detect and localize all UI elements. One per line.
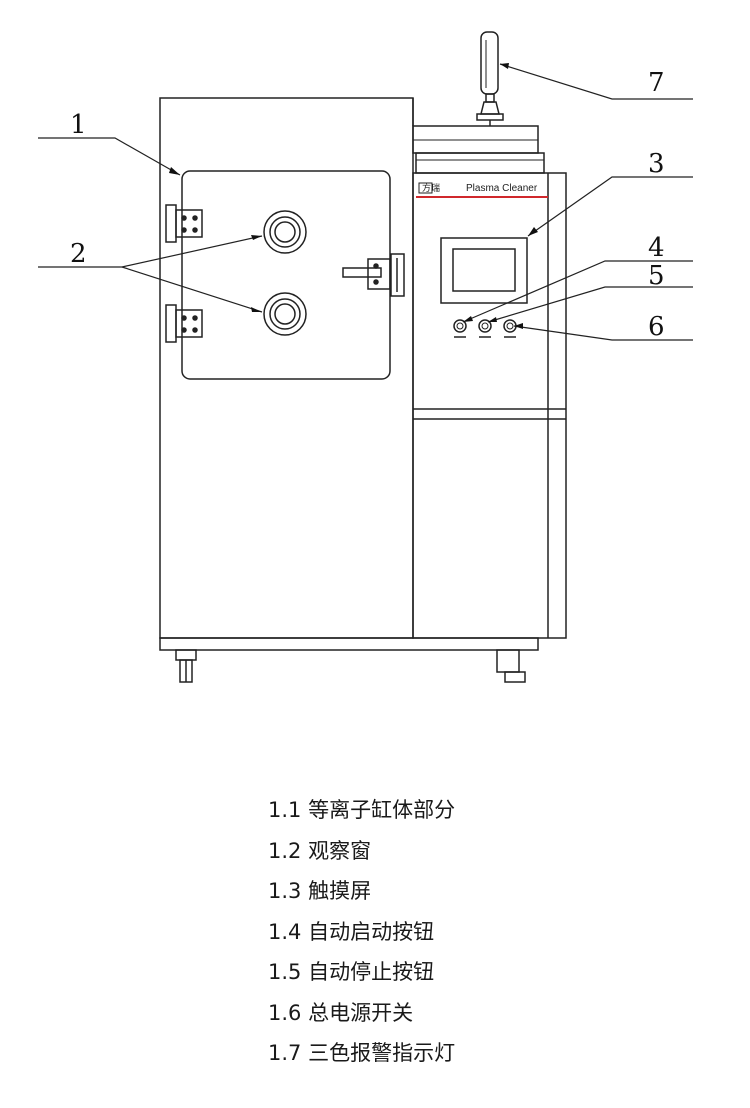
caster-right <box>496 649 526 683</box>
legend-item: 1.7 三色报警指示灯 <box>268 1041 456 1065</box>
brand-logo: 方瑞 <box>422 182 440 194</box>
legend-item: 1.6 总电源开关 <box>268 1000 414 1025</box>
leader-line-3 <box>527 176 693 237</box>
base-plinth <box>159 637 539 651</box>
callout-7: 7 <box>648 68 665 98</box>
legend-item: 1.1 等离子缸体部分 <box>268 798 456 822</box>
touch-screen <box>440 237 528 304</box>
legend-item: 1.2 观察窗 <box>268 838 372 863</box>
brand-name: Plasma Cleaner <box>466 183 538 194</box>
auto-start-button <box>453 319 467 338</box>
callout-6: 6 <box>648 312 665 342</box>
callout-2: 2 <box>70 239 87 269</box>
door-latch <box>342 253 405 297</box>
legend-item: 1.4 自动启动按钮 <box>268 919 435 944</box>
plasma-cleaner-front-view-diagram: 方瑞 Plasma Cleaner 1 2 3 4 5 6 7 <box>38 31 693 683</box>
legend-item: 1.5 自动停止按钮 <box>268 960 435 984</box>
control-cabinet <box>412 172 567 639</box>
door-hinge-upper <box>165 204 203 243</box>
control-cabinet-top-cover <box>412 125 545 174</box>
leader-line-6 <box>513 325 693 341</box>
observation-window-lower <box>263 292 307 336</box>
leader-line-7 <box>499 63 693 100</box>
leader-line-1 <box>38 137 181 176</box>
callout-1: 1 <box>70 110 87 140</box>
brand-strip <box>416 182 548 198</box>
parts-legend: 1.1 等离子缸体部分 1.2 观察窗 1.3 触摸屏 1.4 自动启动按钮 1… <box>268 790 708 1074</box>
main-power-switch <box>503 319 517 338</box>
callout-3: 3 <box>648 149 665 179</box>
caster-left <box>175 649 197 683</box>
leader-line-4 <box>462 260 693 323</box>
leader-line-2 <box>38 235 263 313</box>
tri-color-alarm-light <box>476 31 504 126</box>
door-hinge-lower <box>165 304 203 343</box>
callout-5: 5 <box>648 261 665 291</box>
plasma-chamber-cabinet <box>159 97 414 639</box>
legend-item: 1.3 触摸屏 <box>268 879 372 903</box>
auto-stop-button <box>478 319 492 338</box>
observation-window-upper <box>263 210 307 254</box>
leader-line-5 <box>487 286 693 323</box>
callout-4: 4 <box>648 233 665 263</box>
